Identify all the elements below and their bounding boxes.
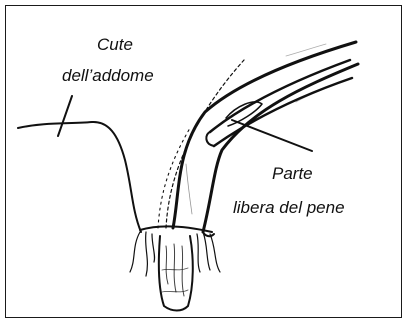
hair-strand: [146, 232, 148, 276]
tuft-texture: [182, 246, 184, 296]
sketch-stroke: [186, 164, 192, 214]
base-ring: [140, 226, 212, 232]
hair-strand: [203, 232, 210, 270]
label-free-penis-line1: Parte: [272, 164, 313, 184]
leader-line-skin: [58, 96, 72, 136]
leader-line-penis: [232, 120, 312, 151]
tuft-texture: [162, 290, 188, 292]
prepuce-fold: [226, 102, 262, 126]
glans-tip: [206, 132, 214, 146]
label-abdominal-skin-line1: Cute: [97, 35, 133, 55]
abdomen-skin-outline: [18, 122, 141, 232]
hair-strand: [197, 234, 200, 272]
hair-strand: [152, 234, 155, 262]
tuft-texture: [174, 244, 176, 292]
tuft-texture: [166, 246, 168, 284]
label-free-penis-line2: libera del pene: [233, 198, 345, 218]
label-abdominal-skin-line2: dell’addome: [62, 66, 154, 86]
free-penis-upper: [210, 60, 350, 132]
hair-strand: [130, 232, 140, 272]
hair-strand: [210, 234, 220, 272]
preputial-tuft: [159, 236, 193, 311]
